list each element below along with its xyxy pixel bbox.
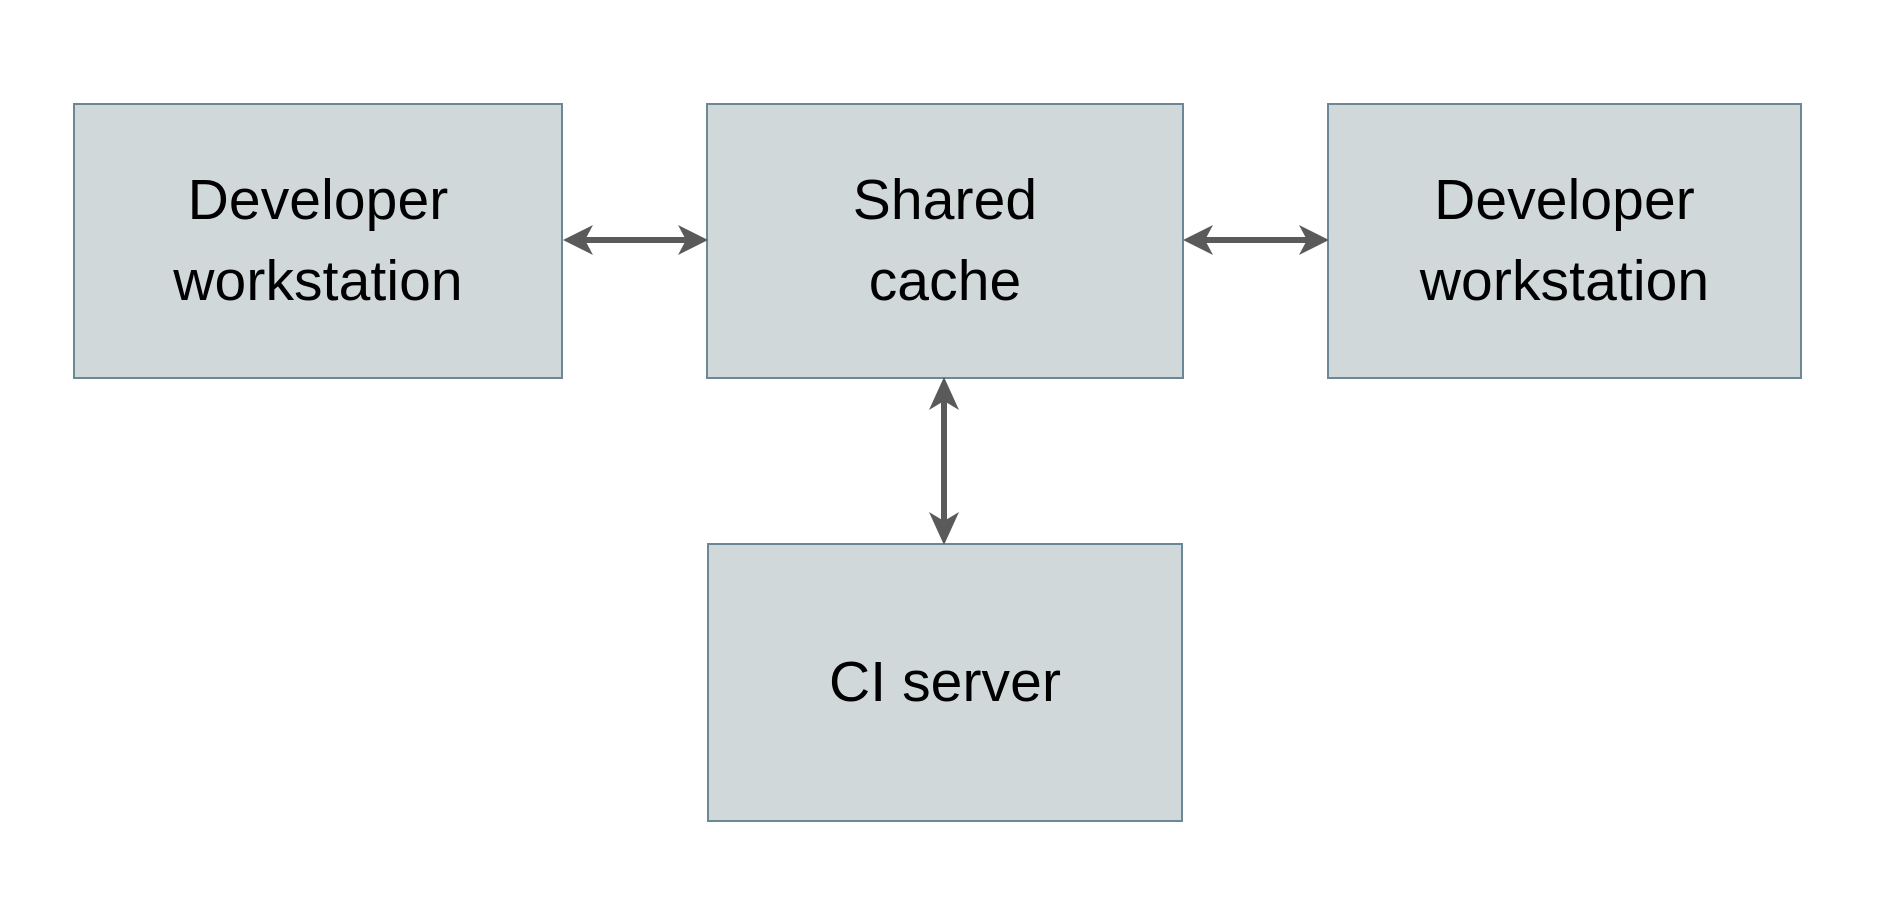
node-developer-workstation-right[interactable]: Developer workstation	[1327, 103, 1802, 379]
double-headed-arrow-horizontal-icon	[563, 225, 708, 255]
arrowhead-right	[678, 225, 708, 255]
double-headed-arrow-vertical-icon	[929, 377, 959, 545]
arrowhead-right	[1299, 225, 1329, 255]
arrowhead-left	[1183, 225, 1213, 255]
node-label: CI server	[828, 650, 1062, 715]
double-headed-arrow-horizontal-icon	[1183, 225, 1329, 255]
connector-cache-to-ci-server	[916, 377, 972, 545]
node-developer-workstation-left[interactable]: Developer workstation	[73, 103, 563, 379]
connector-dev-left-to-cache	[563, 212, 708, 268]
arrowhead-bottom	[929, 512, 959, 545]
connector-cache-to-dev-right	[1183, 212, 1329, 268]
arrowhead-top	[929, 377, 959, 410]
arrowhead-left	[563, 225, 593, 255]
node-ci-server[interactable]: CI server	[707, 543, 1183, 822]
node-shared-cache[interactable]: Shared cache	[706, 103, 1184, 379]
node-label: Developer workstation	[173, 168, 463, 313]
node-label: Shared cache	[852, 168, 1038, 313]
node-label: Developer workstation	[1419, 168, 1710, 313]
